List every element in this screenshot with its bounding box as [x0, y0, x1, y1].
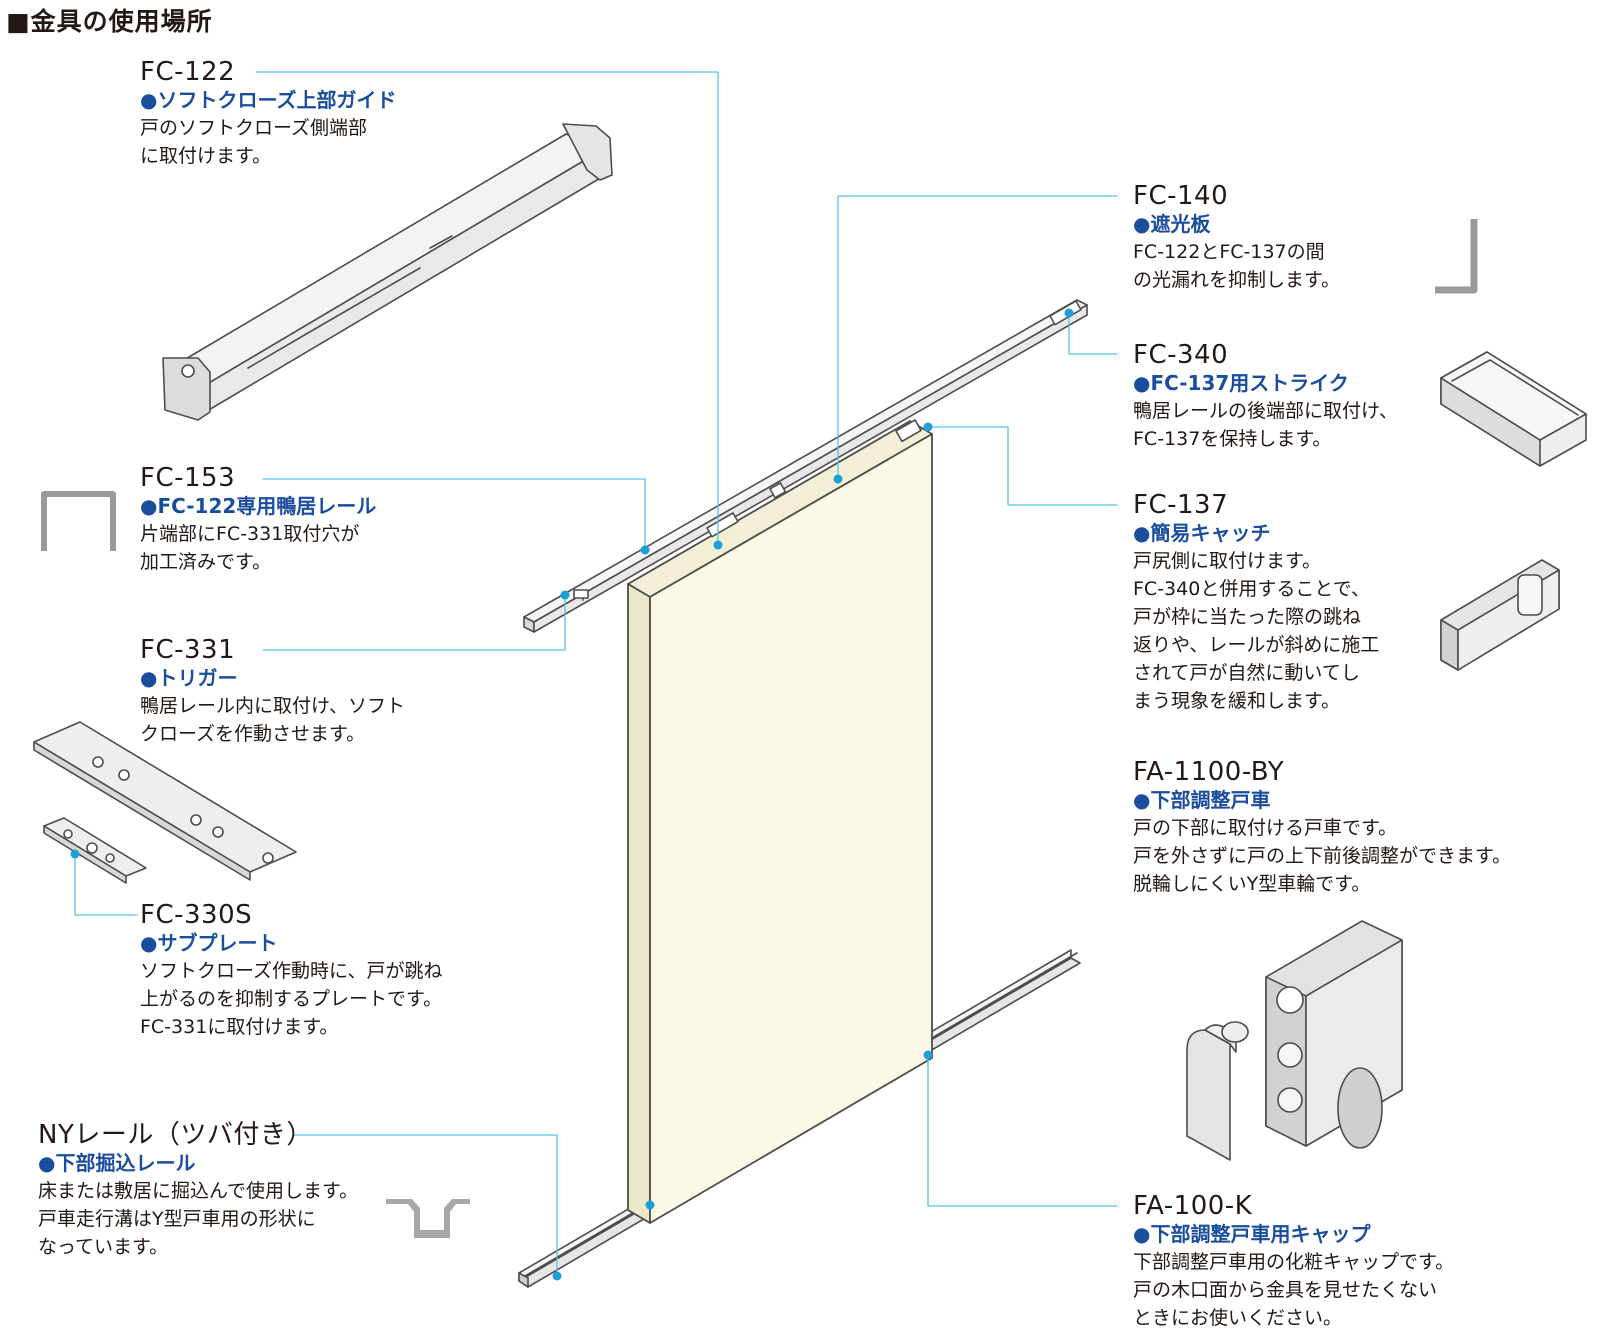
desc-line: FC-340と併用することで、 [1133, 578, 1370, 600]
upper-rail-illustration [523, 299, 1088, 633]
part-code: NYレール（ツバ付き） [38, 1120, 313, 1150]
fc140-illustration [1435, 219, 1478, 294]
leader-fc153 [262, 478, 646, 551]
fc330s-illustration [43, 817, 147, 884]
desc-line: なっています。 [38, 1236, 169, 1258]
part-fc122: FC-122 ●ソフトクローズ上部ガイド 戸のソフトクローズ側端部 に取付けます… [140, 57, 396, 170]
part-name: ●FC-122専用鴨居レール [140, 494, 377, 518]
desc-line: FC-331に取付けます。 [140, 1016, 339, 1038]
desc-line: 床または敷居に掘込んで使用します。 [38, 1180, 359, 1202]
part-desc: 戸のソフトクローズ側端部 に取付けます。 [140, 114, 396, 170]
leader-fc340 [1068, 312, 1118, 355]
part-desc: 下部調整戸車用の化粧キャップです。 戸の木口面から金具を見せたくない ときにお使… [1133, 1248, 1454, 1332]
door-panel-illustration [627, 420, 933, 1224]
leader-nyrail [293, 1134, 558, 1277]
leader-dots [70, 308, 1074, 1281]
part-fc140: FC-140 ●遮光板 FC-122とFC-137の間 の光漏れを抑制します。 [1133, 181, 1340, 294]
desc-line: 片端部にFC-331取付穴が [140, 523, 360, 545]
desc-line: 戸尻側に取付けます。 [1133, 550, 1322, 572]
desc-line: 鴨居レール内に取付け、ソフト [140, 695, 406, 717]
part-name: ●トリガー [140, 666, 238, 690]
part-desc: 戸の下部に取付ける戸車です。 戸を外さずに戸の上下前後調整ができます。 脱輪しに… [1133, 814, 1511, 898]
desc-line: 下部調整戸車用の化粧キャップです。 [1133, 1251, 1455, 1273]
desc-line: 戸が枠に当たった際の跳ね [1133, 606, 1362, 628]
desc-line: されて戸が自然に動いてし [1133, 662, 1360, 684]
leader-fc330s [74, 853, 138, 916]
part-desc: 戸尻側に取付けます。 FC-340と併用することで、 戸が枠に当たった際の跳ね … [1133, 547, 1379, 715]
part-nyrail: NYレール（ツバ付き） ●下部掘込レール 床または敷居に掘込んで使用します。 戸… [38, 1120, 358, 1261]
part-desc: 鴨居レールの後端部に取付け、 FC-137を保持します。 [1133, 397, 1398, 453]
part-desc: 鴨居レール内に取付け、ソフト クローズを作動させます。 [140, 692, 405, 748]
part-code: FC-122 [140, 57, 236, 87]
desc-line: ソフトクローズ作動時に、戸が跳ね [140, 960, 443, 982]
part-fc331: FC-331 ●トリガー 鴨居レール内に取付け、ソフト クローズを作動させます。 [140, 635, 405, 748]
desc-line: 脱輪しにくいY型車輪です。 [1133, 873, 1371, 895]
fc153-illustration [41, 491, 116, 551]
fc340-illustration [1440, 351, 1587, 467]
part-desc: 片端部にFC-331取付穴が 加工済みです。 [140, 520, 376, 576]
leader-fc137 [927, 426, 1118, 506]
part-code: FC-153 [140, 463, 236, 493]
desc-line: 戸の木口面から金具を見せたくない [1133, 1279, 1438, 1301]
fa100k-illustration [1186, 1021, 1249, 1161]
part-fc330s: FC-330S ●サブプレート ソフトクローズ作動時に、戸が跳ね 上がるのを抑制… [140, 900, 442, 1041]
part-code: FA-100-K [1133, 1191, 1253, 1221]
page-title: ■金具の使用場所 [6, 7, 213, 36]
leader-fc122 [255, 71, 719, 546]
part-name: ●下部掘込レール [38, 1151, 196, 1175]
nyrail-section-illustration [386, 1199, 470, 1238]
leader-fc140 [837, 195, 1118, 480]
fc137-illustration [1440, 559, 1560, 671]
part-desc: ソフトクローズ作動時に、戸が跳ね 上がるのを抑制するプレートです。 FC-331… [140, 957, 442, 1041]
part-desc: 床または敷居に掘込んで使用します。 戸車走行溝はY型戸車用の形状に なっています… [38, 1177, 358, 1261]
desc-line: 返りや、レールが斜めに施工 [1133, 634, 1380, 656]
desc-line: 戸車走行溝はY型戸車用の形状に [38, 1208, 316, 1230]
fa1100-illustration [1265, 920, 1403, 1149]
desc-line: 鴨居レールの後端部に取付け、 [1133, 400, 1399, 422]
part-code: FC-340 [1133, 340, 1229, 370]
leader-fc331 [262, 594, 566, 651]
part-fc340: FC-340 ●FC-137用ストライク 鴨居レールの後端部に取付け、 FC-1… [1133, 340, 1398, 453]
desc-line: ときにお使いください。 [1133, 1307, 1343, 1329]
part-name: ●FC-137用ストライク [1133, 371, 1349, 395]
part-code: FA-1100-BY [1133, 757, 1285, 787]
part-name: ●遮光板 [1133, 212, 1211, 236]
part-code: FC-331 [140, 635, 236, 665]
part-name: ●サブプレート [140, 931, 278, 955]
desc-line: FC-137を保持します。 [1133, 428, 1332, 450]
part-code: FC-330S [140, 900, 253, 930]
desc-line: 戸の下部に取付ける戸車です。 [1133, 817, 1398, 839]
part-fc153: FC-153 ●FC-122専用鴨居レール 片端部にFC-331取付穴が 加工済… [140, 463, 376, 576]
part-fa100k: FA-100-K ●下部調整戸車用キャップ 下部調整戸車用の化粧キャップです。 … [1133, 1191, 1454, 1332]
desc-line: 戸のソフトクローズ側端部 [140, 117, 368, 139]
part-name: ●下部調整戸車用キャップ [1133, 1222, 1371, 1246]
desc-line: に取付けます。 [140, 145, 272, 167]
desc-line: FC-122とFC-137の間 [1133, 241, 1325, 263]
part-fa1100: FA-1100-BY ●下部調整戸車 戸の下部に取付ける戸車です。 戸を外さずに… [1133, 757, 1511, 898]
desc-line: まう現象を緩和します。 [1133, 690, 1341, 712]
part-name: ●ソフトクローズ上部ガイド [140, 88, 397, 112]
desc-line: クローズを作動させます。 [140, 723, 366, 745]
fc331-illustration [33, 721, 297, 881]
part-code: FC-137 [1133, 490, 1229, 520]
desc-line: 戸を外さずに戸の上下前後調整ができます。 [1133, 845, 1512, 867]
desc-line: 加工済みです。 [140, 551, 272, 573]
part-name: ●簡易キャッチ [1133, 521, 1271, 545]
leader-fa1100 [927, 1054, 1118, 1207]
part-fc137: FC-137 ●簡易キャッチ 戸尻側に取付けます。 FC-340と併用することで… [1133, 490, 1379, 715]
desc-line: の光漏れを抑制します。 [1133, 269, 1341, 291]
part-desc: FC-122とFC-137の間 の光漏れを抑制します。 [1133, 238, 1340, 294]
desc-line: 上がるのを抑制するプレートです。 [140, 988, 443, 1010]
part-code: FC-140 [1133, 181, 1229, 211]
part-name: ●下部調整戸車 [1133, 788, 1271, 812]
fc122-illustration [162, 123, 613, 421]
